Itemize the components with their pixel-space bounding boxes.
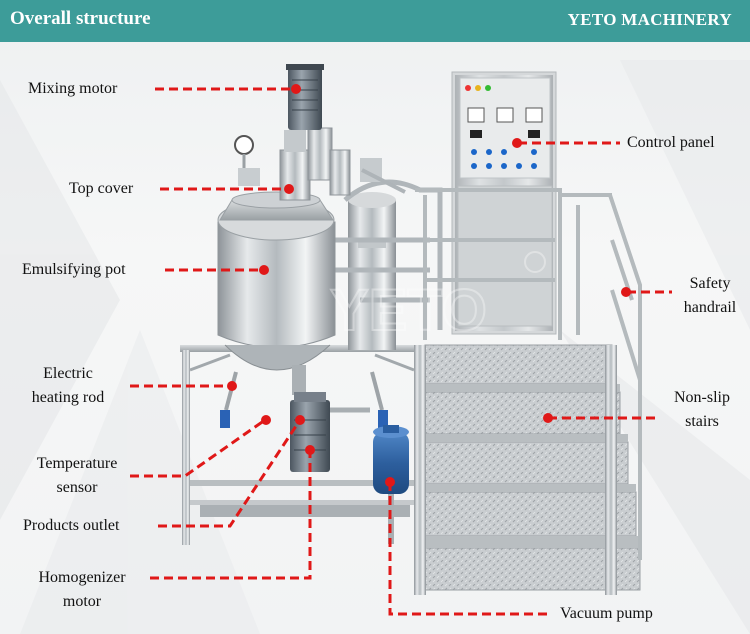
stairs [414,344,641,595]
label-electric-heating-rod: Electric heating rod [18,362,118,410]
label-control-panel: Control panel [627,134,715,151]
label-line: handrail [683,299,737,316]
leader-homogenizer-motor [150,451,312,580]
label-line: Non-slip [674,389,730,406]
label-line: Electric [43,365,93,382]
label-line: Safety [689,275,731,292]
label-mixing-motor: Mixing motor [28,80,118,97]
brand-watermark: YETO [329,251,546,344]
label-line: motor [62,593,102,610]
callout-lines [130,87,672,616]
label-emulsifying-pot: Emulsifying pot [22,261,126,278]
callout-dots [227,84,631,487]
label-line: Homogenizer [38,569,126,586]
label-line: sensor [56,479,98,496]
watermark-text: YETO [330,278,487,343]
brand-name: YETO MACHINERY [567,10,732,29]
header-bar: Overall structure YETO MACHINERY [0,0,750,42]
control-cabinet [451,71,557,335]
label-line: stairs [685,413,719,430]
label-homogenizer-motor: Homogenizer motor [22,566,142,614]
homogenizer-motor [290,392,330,472]
label-non-slip-stairs: Non-slip stairs [664,386,740,434]
label-line: Temperature [36,455,118,472]
back-tank [348,192,396,350]
emulsifying-vessel [217,191,336,395]
mixing-motor [286,64,324,130]
label-temperature-sensor: Temperature sensor [22,452,132,500]
outlet-valves [220,371,388,428]
leader-temperature-sensor [130,418,266,478]
top-assembly [234,127,406,201]
label-line: heating rod [31,389,105,406]
leader-vacuum-pump [388,482,552,616]
label-products-outlet: Products outlet [23,517,120,534]
label-top-cover: Top cover [69,180,134,197]
label-safety-handrail: Safety handrail [670,272,750,320]
page-title: Overall structure [10,8,151,29]
label-vacuum-pump: Vacuum pump [560,605,653,622]
leader-products-outlet [158,419,302,528]
